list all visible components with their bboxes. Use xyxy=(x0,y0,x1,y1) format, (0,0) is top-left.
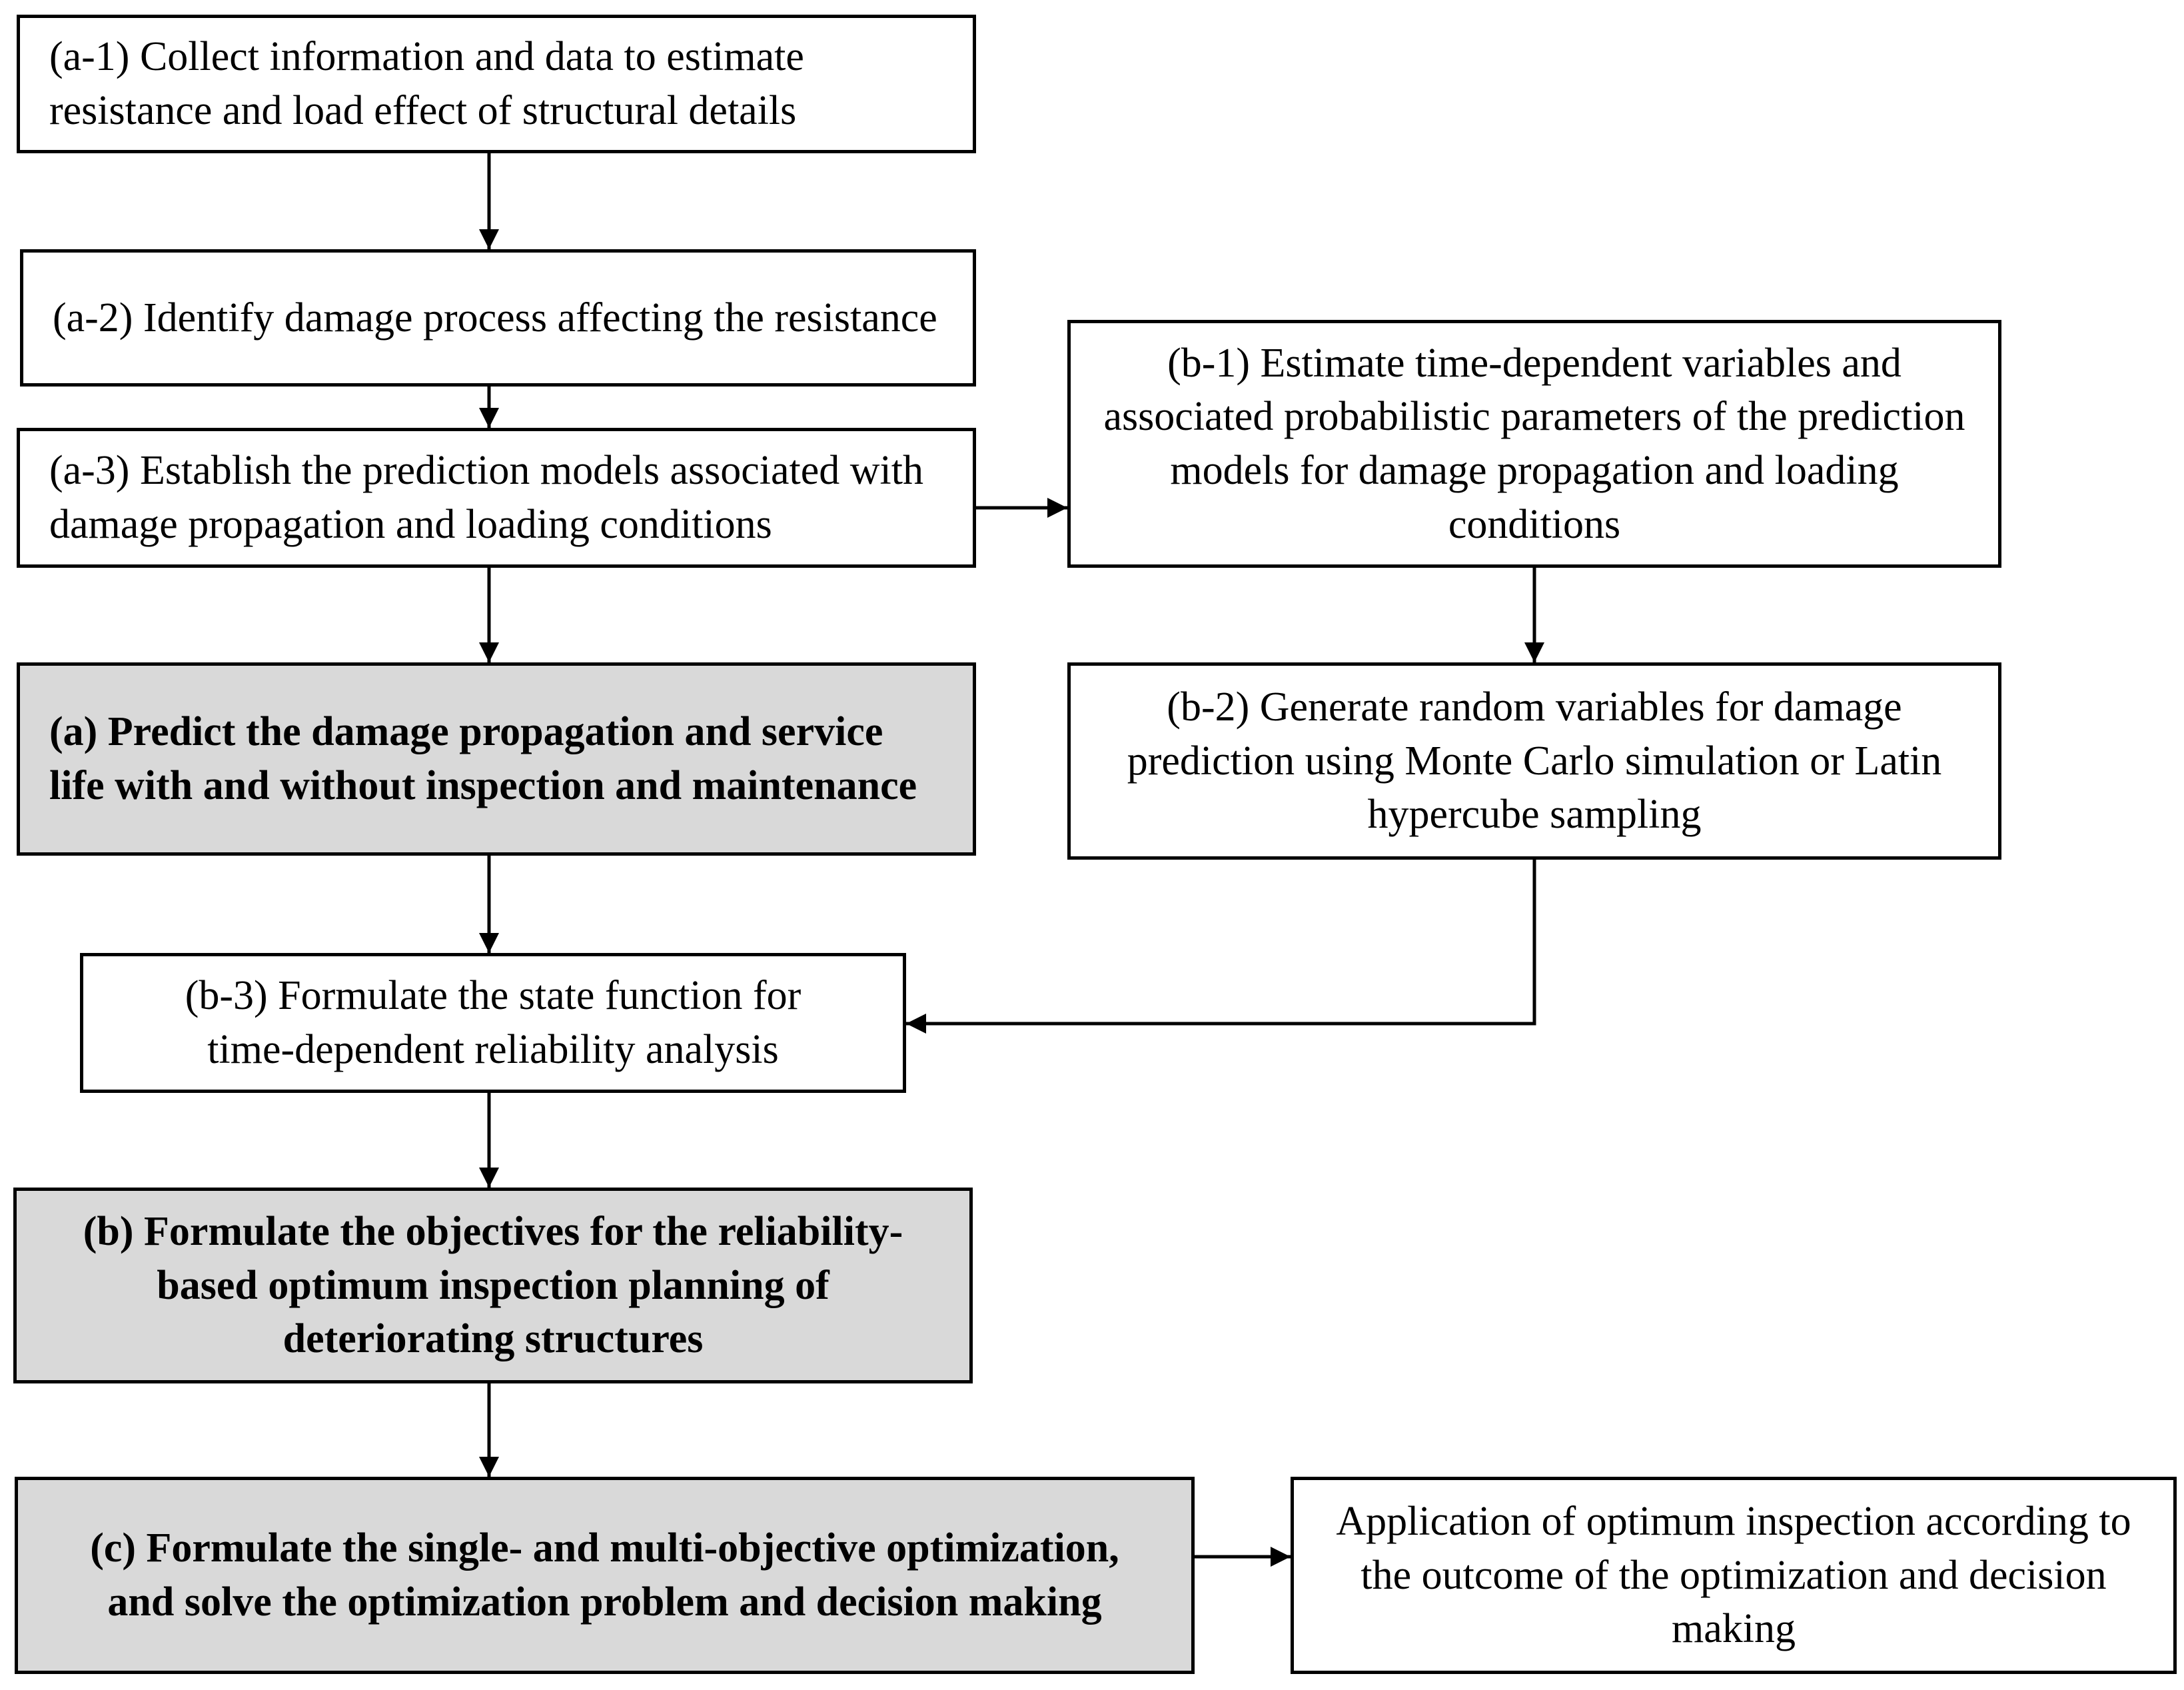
application-box: Application of optimum inspection accord… xyxy=(1291,1477,2177,1674)
step-a2-text: (a-2) Identify damage process affecting … xyxy=(53,295,937,341)
step-b-box: (b) Formulate the objectives for the rel… xyxy=(13,1188,973,1383)
step-b1-box: (b-1) Estimate time-dependent variables … xyxy=(1067,320,2001,568)
step-a2-box: (a-2) Identify damage process affecting … xyxy=(20,249,976,387)
arrow-b2-to-b3 xyxy=(906,860,1536,1034)
step-c-box: (c) Formulate the single- and multi-obje… xyxy=(15,1477,1195,1674)
application-text: Application of optimum inspection accord… xyxy=(1336,1499,2131,1652)
step-b3-text: (b-3) Formulate the state function for t… xyxy=(185,973,802,1072)
step-b1-text: (b-1) Estimate time-dependent variables … xyxy=(1103,340,1965,547)
step-c-text: (c) Formulate the single- and multi-obje… xyxy=(90,1525,1119,1625)
step-a-text: (a) Predict the damage propagation and s… xyxy=(49,709,917,808)
step-a3-text: (a-3) Establish the prediction models as… xyxy=(49,448,923,547)
step-a1-box: (a-1) Collect information and data to es… xyxy=(17,15,976,153)
step-b-text: (b) Formulate the objectives for the rel… xyxy=(83,1209,903,1362)
step-a1-text: (a-1) Collect information and data to es… xyxy=(49,34,804,133)
step-b2-box: (b-2) Generate random variables for dama… xyxy=(1067,662,2001,860)
step-a3-box: (a-3) Establish the prediction models as… xyxy=(17,428,976,568)
step-a-box: (a) Predict the damage propagation and s… xyxy=(17,662,976,856)
step-b3-box: (b-3) Formulate the state function for t… xyxy=(80,953,906,1093)
step-b2-text: (b-2) Generate random variables for dama… xyxy=(1127,684,1942,838)
